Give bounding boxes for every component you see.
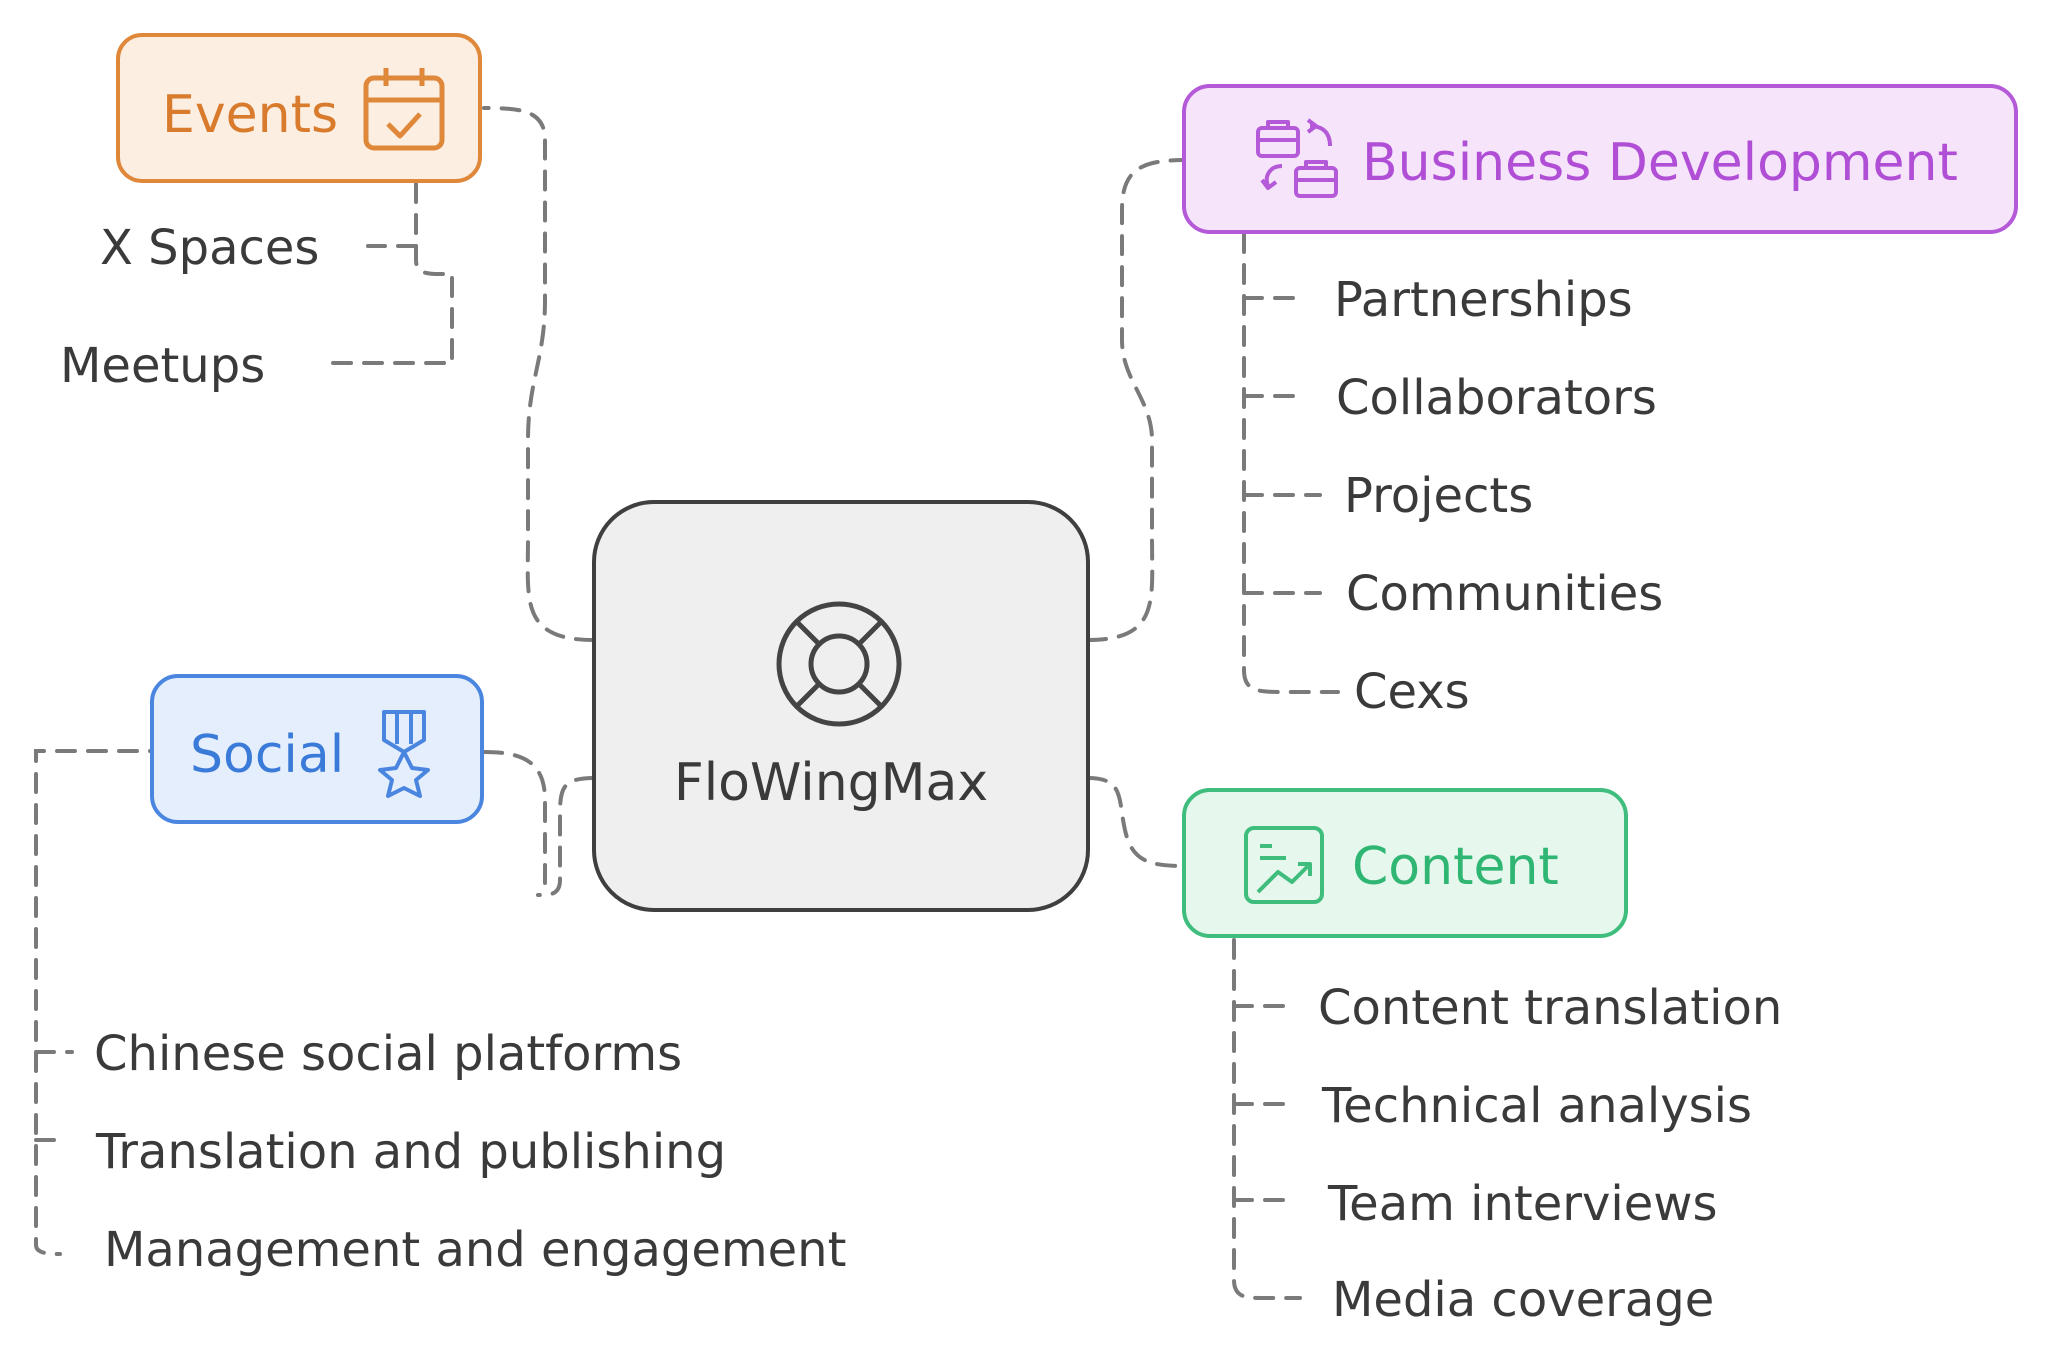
central-node-box xyxy=(592,500,1090,912)
content-child-analysis: Technical analysis xyxy=(1321,1078,1752,1134)
events-node-label: Events xyxy=(162,85,338,145)
briefcase-exchange-icon xyxy=(1256,118,1338,198)
central-node-label: FloWingMax xyxy=(674,753,988,813)
events-child-meetups: Meetups xyxy=(60,338,265,394)
connector-center-content xyxy=(1086,776,1188,868)
business-child-projects: Projects xyxy=(1344,468,1533,524)
calendar-check-icon xyxy=(363,68,445,151)
business-child-cexs: Cexs xyxy=(1354,664,1470,720)
social-node-label: Social xyxy=(190,725,344,785)
social-children: Chinese social platforms Translation and… xyxy=(94,1026,846,1278)
events-children: X Spaces Meetups xyxy=(60,220,319,394)
content-node[interactable]: Content xyxy=(1182,788,1628,938)
events-node[interactable]: Events xyxy=(116,33,482,183)
connector-center-events xyxy=(482,106,596,642)
business-node[interactable]: Business Development xyxy=(1182,84,2018,234)
connector-content-trunk xyxy=(1232,938,1302,1300)
business-child-collaborators: Collaborators xyxy=(1336,370,1657,426)
business-child-communities: Communities xyxy=(1346,566,1663,622)
content-node-label: Content xyxy=(1352,837,1559,897)
content-child-media: Media coverage xyxy=(1332,1272,1714,1328)
lifebuoy-icon xyxy=(776,601,902,727)
content-child-interviews: Team interviews xyxy=(1327,1176,1718,1232)
connector-social-tail xyxy=(482,750,547,892)
events-child-x-spaces: X Spaces xyxy=(100,220,319,276)
social-node[interactable]: Social xyxy=(150,674,484,824)
central-node[interactable]: FloWingMax xyxy=(592,500,1090,912)
content-child-translation: Content translation xyxy=(1318,980,1782,1036)
social-child-chinese-platforms: Chinese social platforms xyxy=(94,1026,682,1082)
connectors xyxy=(34,106,1340,1300)
social-child-management-engagement: Management and engagement xyxy=(104,1222,846,1278)
chart-icon xyxy=(1244,826,1324,904)
business-node-box xyxy=(1182,84,2018,234)
connector-social-trunk xyxy=(34,749,170,1256)
business-children: Partnerships Collaborators Projects Comm… xyxy=(1334,272,1663,720)
social-child-translation-publishing: Translation and publishing xyxy=(95,1124,726,1180)
business-node-label: Business Development xyxy=(1362,133,1958,193)
content-children: Content translation Technical analysis T… xyxy=(1318,980,1782,1328)
connector-center-social xyxy=(536,776,596,897)
business-child-partnerships: Partnerships xyxy=(1334,272,1633,328)
events-node-box xyxy=(116,33,482,183)
medal-icon xyxy=(378,710,430,798)
connector-business-trunk xyxy=(1242,232,1340,694)
connector-center-business xyxy=(1086,158,1188,642)
connector-events-children xyxy=(324,182,454,365)
